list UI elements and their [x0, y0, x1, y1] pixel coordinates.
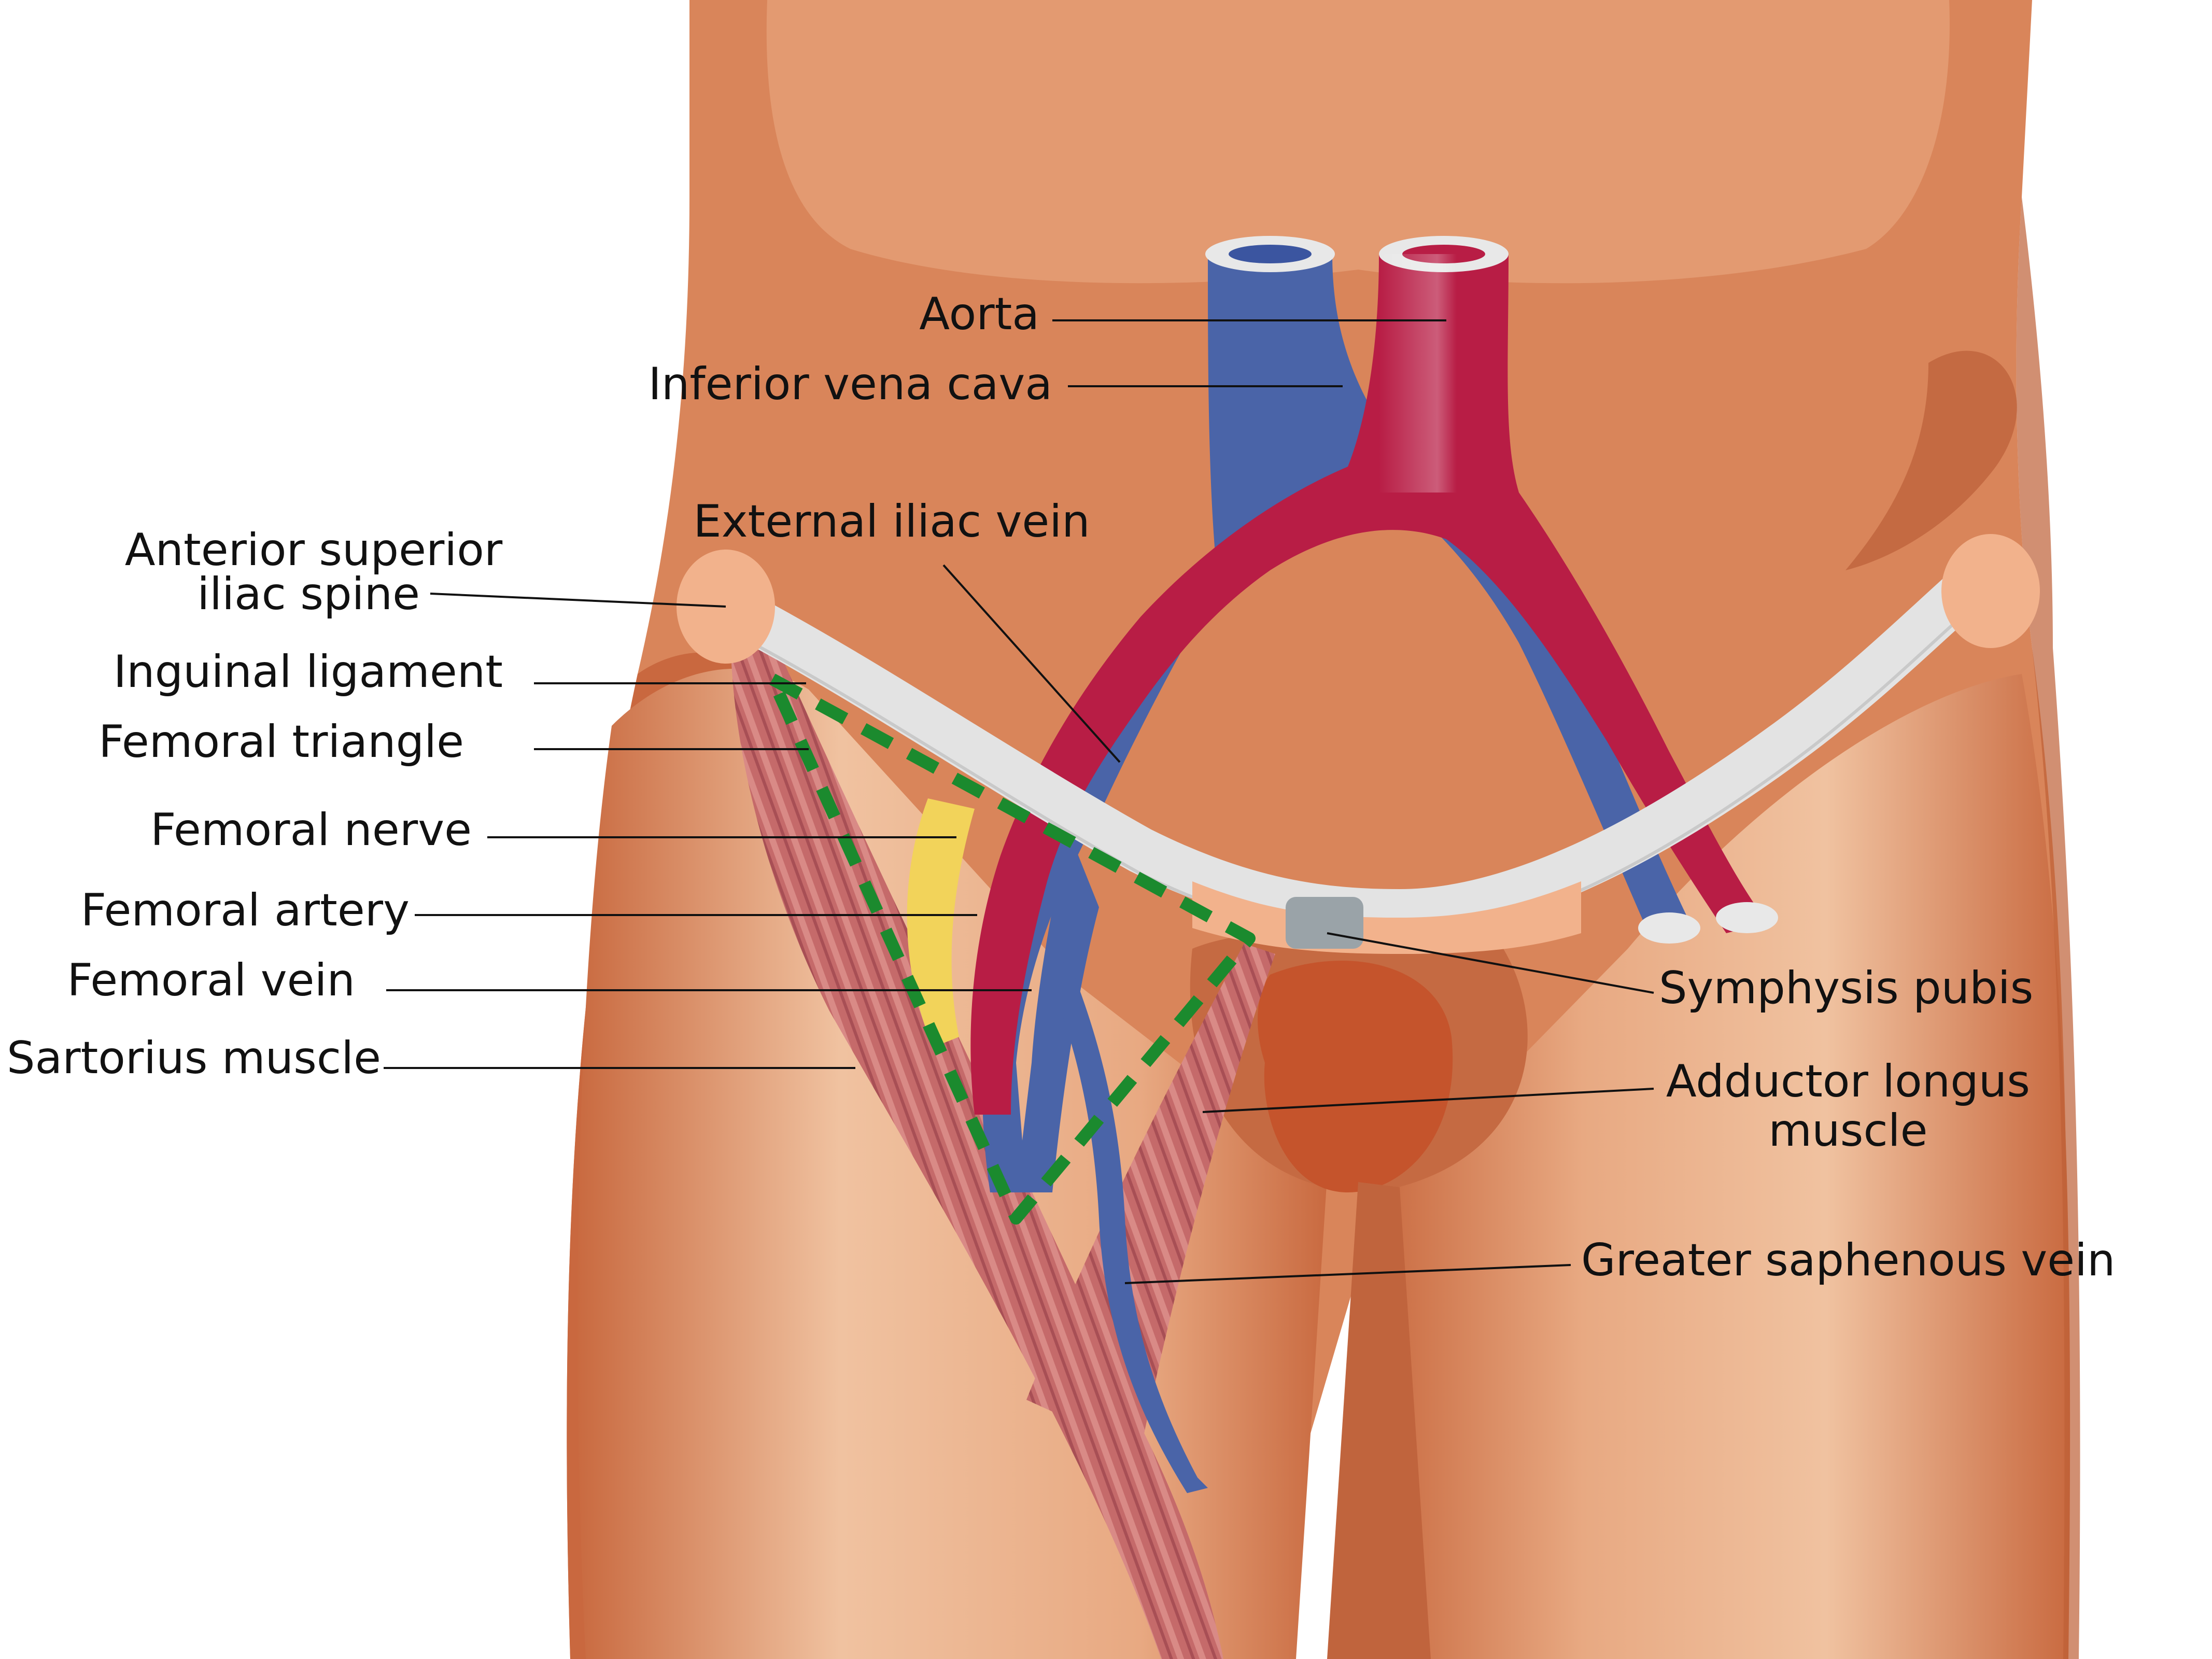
inferior-vena-cava: [1208, 254, 1384, 586]
leg-separation: [1327, 1182, 1431, 1659]
genital-region: [1258, 961, 1453, 1192]
label-femoral-nerve: Femoral nerve: [150, 804, 472, 856]
greater-saphenous-vein: [1047, 959, 1208, 1493]
label-asis-line1: Anterior superior: [125, 524, 503, 576]
greater-saphenous-vein-leader: [1124, 1264, 1571, 1284]
right-thigh: [1374, 674, 2070, 1659]
aorta-shine: [1379, 254, 1509, 493]
leader-lines: [384, 319, 1654, 1284]
label-femoral-vein: Femoral vein: [67, 954, 355, 1006]
ivc-lumen: [1229, 245, 1312, 263]
right-iliac-spine: [1941, 534, 2040, 648]
label-inguinal-ligament: Inguinal ligament: [114, 646, 503, 698]
label-adductor-longus-line1: Adductor longus: [1666, 1056, 2030, 1107]
label-femoral-triangle: Femoral triangle: [98, 716, 464, 768]
aorta: [970, 254, 1768, 1115]
label-greater-saphenous-vein: Greater saphenous vein: [1581, 1234, 2116, 1286]
femoral-triangle-outline: [766, 673, 1256, 1225]
abdomen-highlight: [766, 0, 1950, 284]
label-asis-line2: iliac spine: [197, 568, 420, 620]
external-iliac-vein-leader: [942, 564, 1121, 763]
right-artery-opening: [1716, 902, 1778, 933]
femoral-vein: [1016, 830, 1099, 1192]
labels: Aorta Inferior vena cava External iliac …: [7, 288, 2116, 1286]
label-inferior-vena-cava: Inferior vena cava: [648, 358, 1052, 410]
symphysis-pubis: [1286, 897, 1363, 949]
label-sartorius-muscle: Sartorius muscle: [7, 1032, 381, 1084]
adductor-longus-leader: [1202, 1088, 1654, 1113]
label-aorta: Aorta: [919, 288, 1039, 340]
label-external-iliac-vein: External iliac vein: [693, 496, 1090, 547]
sartorius-muscle: [731, 648, 1223, 1659]
femoral-nerve: [907, 798, 975, 1047]
right-iliac-vein: [1374, 430, 1690, 933]
right-flank-fold: [1845, 350, 2017, 570]
inguinal-ligament: [734, 563, 1993, 936]
arterial-system: [970, 236, 1778, 1115]
label-adductor-longus-line2: muscle: [1768, 1105, 1927, 1157]
label-symphysis-pubis: Symphysis pubis: [1659, 962, 2033, 1014]
symphysis-pubis-leader: [1327, 932, 1654, 994]
right-vein-opening: [1638, 912, 1700, 944]
asis-leader: [430, 593, 726, 608]
label-femoral-artery: Femoral artery: [81, 884, 410, 936]
